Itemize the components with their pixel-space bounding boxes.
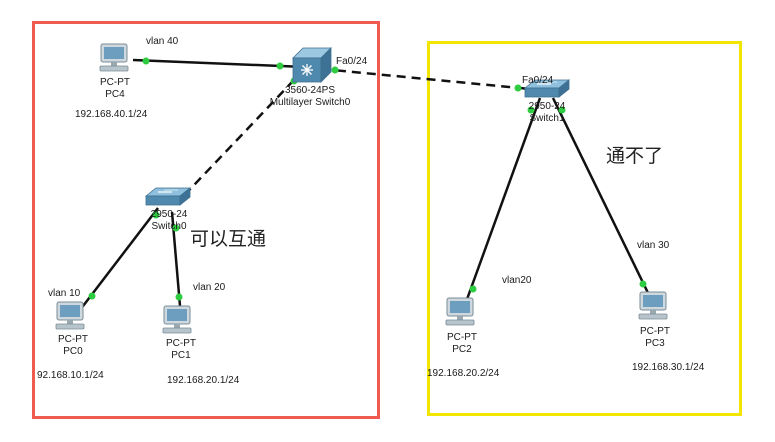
device-switch0[interactable]: 2950-24 Switch0 <box>145 187 191 232</box>
mls0-name: Multilayer Switch0 <box>270 97 351 108</box>
pc4-ip: 192.168.40.1/24 <box>75 109 148 120</box>
device-multilayer-switch0[interactable]: Fa0/24 3560-24PS Multilayer Switch0 <box>270 47 368 108</box>
pc0-name: PC0 <box>63 346 83 357</box>
pc-icon <box>445 297 475 326</box>
right-zone-box <box>427 41 742 416</box>
pc-icon <box>162 305 192 334</box>
mls0-port-label: Fa0/24 <box>336 56 368 67</box>
device-pc0[interactable]: vlan 10 PC-PT PC0 92.168.10.1/24 <box>37 288 104 381</box>
pc3-name: PC3 <box>645 338 665 349</box>
link-sw1-pc3 <box>551 97 652 298</box>
sw1-port-label: Fa0/24 <box>522 75 554 86</box>
link-mls0-sw1 <box>321 67 531 91</box>
pc3-ip: 192.168.30.1/24 <box>632 362 705 373</box>
pc1-port-label: vlan 20 <box>193 282 226 293</box>
device-pc2[interactable]: vlan20 PC-PT PC2 192.168.20.2/24 <box>427 275 532 379</box>
sw1-model: 2950-24 <box>529 101 566 112</box>
device-switch1[interactable]: Fa0/24 2950-24 Switch1 <box>522 75 570 124</box>
pc-icon <box>99 43 129 72</box>
pc0-ip: 92.168.10.1/24 <box>37 370 104 381</box>
pc0-type: PC-PT <box>58 334 88 345</box>
pc4-name: PC4 <box>105 89 125 100</box>
device-pc3[interactable]: vlan 30 PC-PT PC3 192.168.30.1/24 <box>632 240 705 373</box>
pc4-port-label: vlan 40 <box>146 36 179 47</box>
pc4-type: PC-PT <box>100 77 130 88</box>
pc2-name: PC2 <box>452 344 472 355</box>
mls0-model: 3560-24PS <box>285 85 335 96</box>
link-mls0-sw0 <box>175 79 295 205</box>
multilayer-switch-icon <box>292 47 332 83</box>
pc1-name: PC1 <box>171 350 191 361</box>
link-sw1-pc2 <box>464 97 542 303</box>
pc0-port-label: vlan 10 <box>48 288 81 299</box>
link-pc4-mls0 <box>132 58 306 69</box>
sw1-name: Switch1 <box>529 113 564 124</box>
device-pc1[interactable]: vlan 20 PC-PT PC1 192.168.20.1/24 <box>162 282 240 386</box>
pc2-port-label: vlan20 <box>502 275 532 286</box>
pc2-type: PC-PT <box>447 332 477 343</box>
pc-icon <box>55 301 85 330</box>
sw0-name: Switch0 <box>151 221 186 232</box>
sw0-model: 2950-24 <box>151 209 188 220</box>
pc-icon <box>638 291 668 320</box>
switch-icon <box>145 187 191 206</box>
pc1-type: PC-PT <box>166 338 196 349</box>
pc3-type: PC-PT <box>640 326 670 337</box>
pc1-ip: 192.168.20.1/24 <box>167 375 240 386</box>
pc2-ip: 192.168.20.2/24 <box>427 368 500 379</box>
left-zone-note: 可以互通 <box>190 228 266 250</box>
left-zone-box <box>32 21 380 419</box>
pc3-port-label: vlan 30 <box>637 240 670 251</box>
device-pc4[interactable]: vlan 40 PC-PT PC4 192.168.40.1/24 <box>75 36 179 120</box>
right-zone-note: 通不了 <box>606 145 663 167</box>
